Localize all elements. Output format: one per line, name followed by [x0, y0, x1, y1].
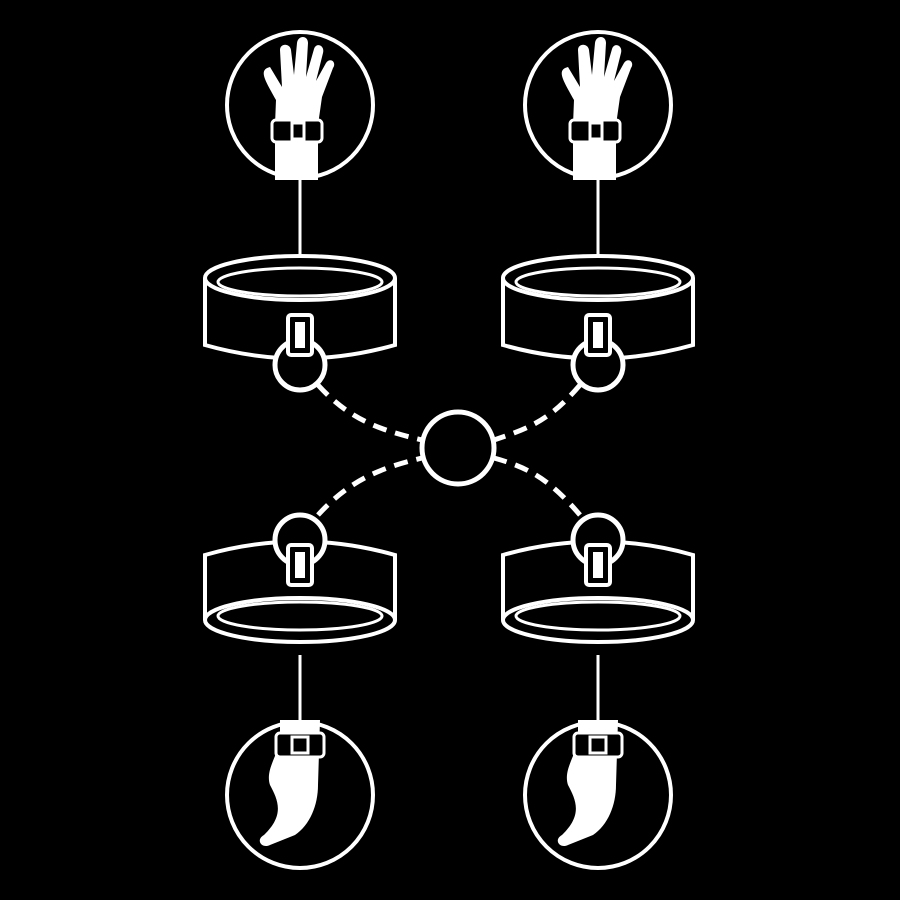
buckle-icon — [588, 121, 604, 141]
wrist-cuff-icon — [568, 118, 622, 144]
hand-group — [263, 37, 335, 180]
strap-dashed-top-right — [493, 383, 582, 443]
hand-icon — [561, 37, 633, 180]
buckle-tongue — [593, 552, 603, 578]
buckle-icon — [290, 121, 306, 141]
buckle-icon — [290, 735, 310, 755]
strap-dashed-top-left — [316, 383, 423, 443]
wrist-unit-2 — [501, 30, 695, 393]
cuff-top-rim — [501, 254, 695, 302]
ankle-unit-2 — [501, 512, 695, 870]
wrist-cuff-icon — [270, 118, 324, 144]
ankle-cuff-icon — [572, 731, 624, 759]
hand-group — [561, 37, 633, 180]
cuff-bottom-rim — [203, 596, 397, 644]
cuff-top-rim — [203, 254, 397, 302]
buckle-icon — [588, 735, 608, 755]
cuff-inner-rim — [514, 266, 682, 298]
ankle-cuff-icon — [274, 731, 326, 759]
hand-icon — [263, 37, 335, 180]
cuff-inner-rim — [216, 266, 384, 298]
buckle-tongue — [295, 552, 305, 578]
ankle-unit-1 — [203, 512, 397, 870]
cuff-inner-rim — [216, 600, 384, 632]
wrist-unit-1 — [203, 30, 397, 393]
buckle-tongue — [593, 322, 603, 348]
foot-group — [557, 720, 624, 846]
strap-dashed-bottom-right — [493, 455, 582, 517]
buckle-tongue — [295, 322, 305, 348]
cuff-bottom-rim — [501, 596, 695, 644]
foot-group — [259, 720, 326, 846]
center-o-ring-icon — [419, 409, 497, 487]
cuff-inner-rim — [514, 600, 682, 632]
